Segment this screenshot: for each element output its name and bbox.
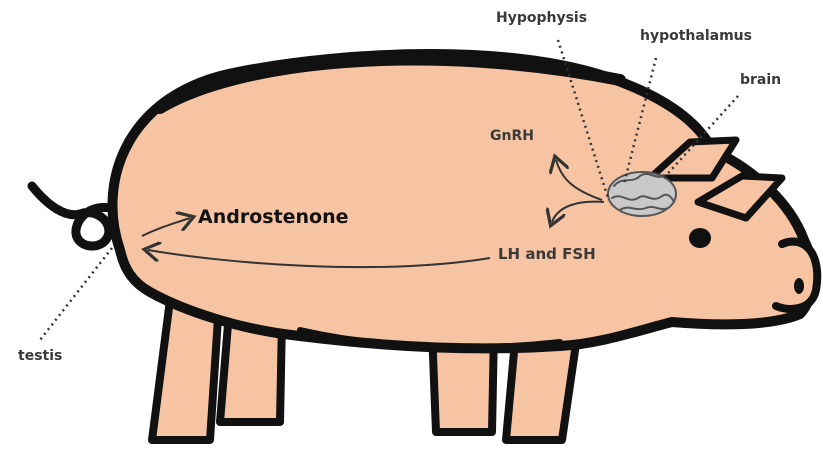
pig-eye [689,228,711,248]
hypophysis-label: Hypophysis [496,10,587,26]
nostril [794,278,804,294]
tail [32,186,118,246]
testis-label: testis [18,348,62,364]
lh-fsh-label: LH and FSH [498,245,596,263]
brain-icon [608,172,676,216]
gnrh-label: GnRH [490,128,534,144]
testis-pointer [40,248,112,340]
brain-label: brain [740,72,781,88]
androstenone-label: Androstenone [198,206,349,228]
hypothalamus-label: hypothalamus [640,28,752,44]
pig-snout [776,242,817,309]
